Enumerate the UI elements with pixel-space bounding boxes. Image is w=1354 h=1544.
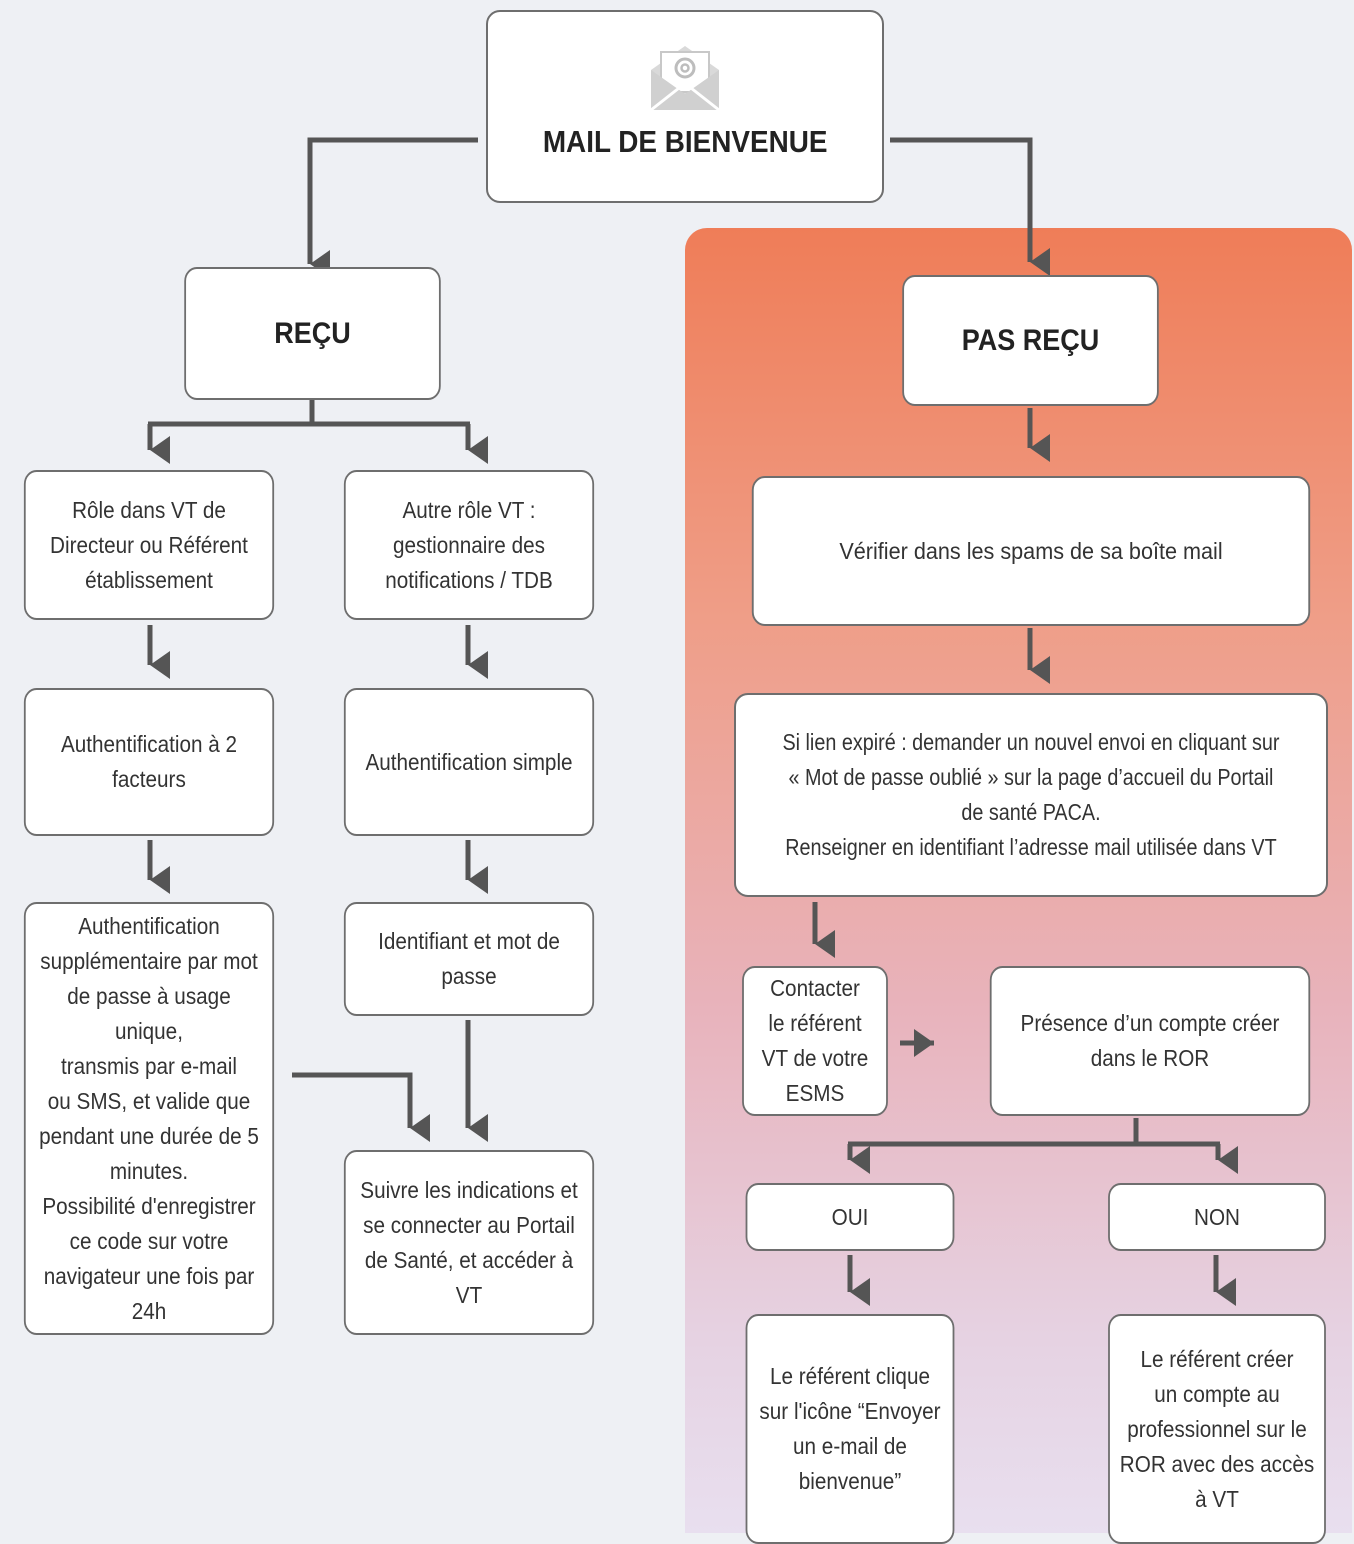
pas-recu-title: PAS REÇU bbox=[961, 324, 1100, 357]
non-text: NON bbox=[1193, 1203, 1241, 1230]
branch-director-text: Rôle dans VT de Directeur ou Référent ét… bbox=[50, 496, 248, 593]
non-action-box: Le référent créer un compte au professio… bbox=[1108, 1314, 1326, 1544]
arrow-otp-to-connect bbox=[292, 1072, 430, 1142]
mail-title: MAIL DE BIENVENUE bbox=[542, 124, 828, 159]
account-exists-box: Présence d’un compte créer dans le ROR bbox=[989, 966, 1311, 1116]
oui-box: OUI bbox=[745, 1183, 955, 1251]
oui-action-text: Le référent clique sur l'icône “Envoyer … bbox=[759, 1363, 941, 1494]
otp-details-text: Authentification supplémentaire par mot … bbox=[39, 912, 259, 1324]
oui-action-box: Le référent clique sur l'icône “Envoyer … bbox=[745, 1314, 955, 1544]
non-action-text: Le référent créer un compte au professio… bbox=[1119, 1345, 1315, 1512]
connect-portal-text: Suivre les indications et se connecter a… bbox=[360, 1176, 578, 1308]
oui-text: OUI bbox=[831, 1203, 869, 1230]
check-spam-text: Vérifier dans les spams de sa boîte mail bbox=[839, 537, 1223, 564]
expired-link-text: Si lien expiré : demander un nouvel envo… bbox=[782, 729, 1280, 860]
recu-title: REÇU bbox=[274, 317, 351, 350]
otp-details-box: Authentification supplémentaire par mot … bbox=[23, 902, 275, 1335]
non-box: NON bbox=[1108, 1183, 1326, 1251]
credentials-box: Identifiant et mot de passe bbox=[343, 902, 595, 1016]
arrow-mail-to-recu bbox=[307, 137, 478, 278]
auth-simple-text: Authentification simple bbox=[365, 748, 573, 775]
auth-2fa-text: Authentification à 2 facteurs bbox=[60, 731, 238, 792]
auth-simple-box: Authentification simple bbox=[343, 688, 595, 836]
branch-director-box: Rôle dans VT de Directeur ou Référent ét… bbox=[23, 470, 275, 620]
expired-link-box: Si lien expiré : demander un nouvel envo… bbox=[734, 693, 1328, 897]
contact-referent-text: Contacter le référent VT de votre ESMS bbox=[761, 975, 869, 1106]
branch-other-text: Autre rôle VT : gestionnaire des notific… bbox=[385, 496, 553, 593]
contact-referent-box: Contacter le référent VT de votre ESMS bbox=[742, 966, 888, 1116]
credentials-text: Identifiant et mot de passe bbox=[378, 928, 560, 989]
auth-2fa-box: Authentification à 2 facteurs bbox=[23, 688, 275, 836]
recu-box: REÇU bbox=[184, 267, 441, 400]
welcome-mail-box: MAIL DE BIENVENUE bbox=[486, 10, 884, 203]
check-spam-box: Vérifier dans les spams de sa boîte mail bbox=[751, 476, 1311, 626]
connect-portal-box: Suivre les indications et se connecter a… bbox=[343, 1150, 595, 1335]
arrow-mail-to-pas-recu bbox=[890, 137, 1050, 276]
envelope-at-icon bbox=[650, 46, 720, 112]
account-exists-text: Présence d’un compte créer dans le ROR bbox=[1020, 1010, 1280, 1071]
branch-other-box: Autre rôle VT : gestionnaire des notific… bbox=[343, 470, 595, 620]
pas-recu-box: PAS REÇU bbox=[902, 275, 1159, 406]
